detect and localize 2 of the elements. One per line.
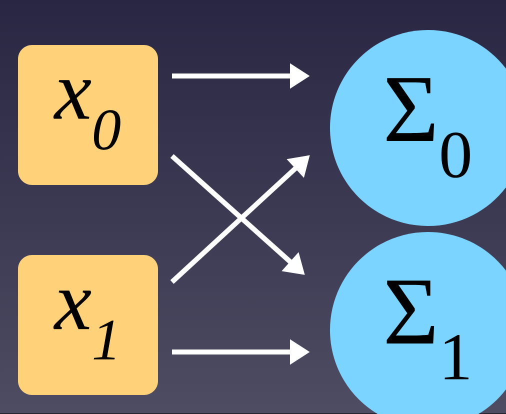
input-box: x$_{0}$ bbox=[18, 45, 158, 185]
input-box: x$_{1}$ bbox=[18, 255, 158, 395]
